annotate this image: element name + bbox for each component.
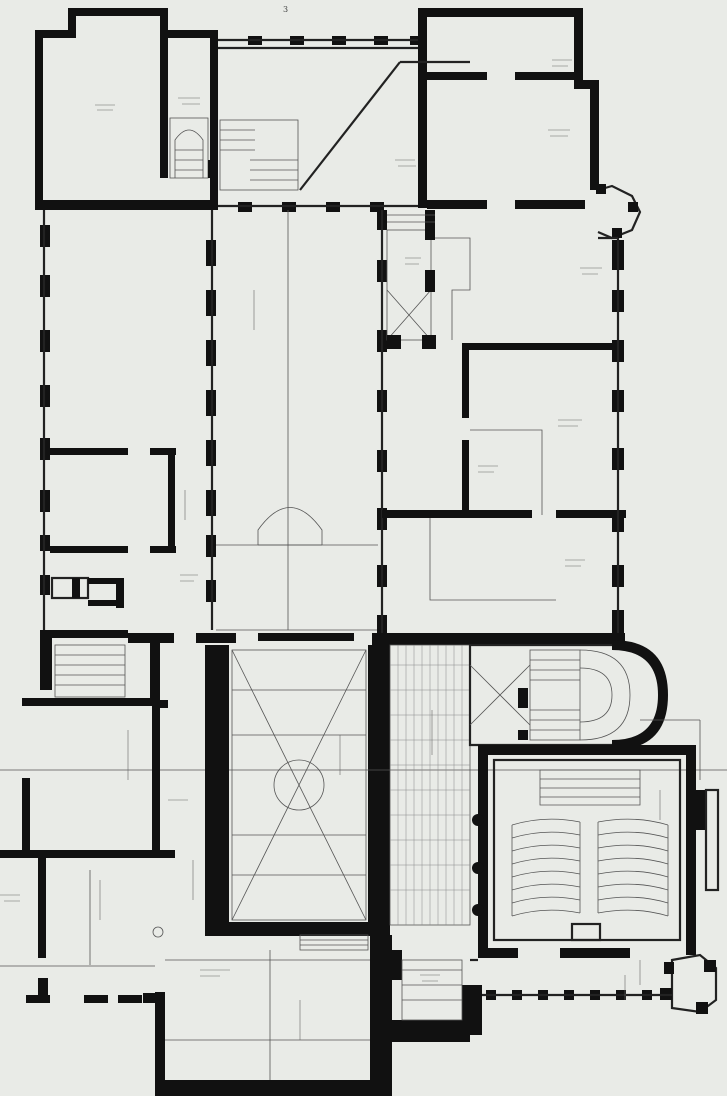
glass-court-grid — [389, 644, 471, 926]
service-stair-east — [386, 229, 432, 341]
south-west-colonnade — [26, 978, 165, 1003]
west-great-hall — [40, 210, 216, 690]
apse-outline — [257, 507, 323, 545]
central-gallery — [216, 210, 378, 631]
lecturer-desk — [570, 922, 602, 942]
south-west-wing — [0, 640, 229, 967]
south-east-colonnade — [470, 958, 672, 1000]
south-entrance — [155, 934, 482, 1096]
east-range — [377, 210, 626, 640]
lecture-hall-seating-right — [597, 818, 669, 917]
lecture-hall-seating-upper — [539, 769, 641, 806]
semicircular-stair-hall — [468, 640, 668, 750]
north-wing — [35, 8, 642, 240]
lecture-hall-seating-left — [511, 818, 581, 917]
central-light-court — [0, 645, 727, 936]
cross-wall-middle — [128, 633, 625, 645]
lecture-hall — [472, 719, 720, 958]
north-stair — [169, 117, 299, 191]
south-east-tower — [660, 953, 718, 1014]
handwritten-annotations — [0, 59, 661, 1040]
sheet-number: 3 — [283, 5, 288, 14]
